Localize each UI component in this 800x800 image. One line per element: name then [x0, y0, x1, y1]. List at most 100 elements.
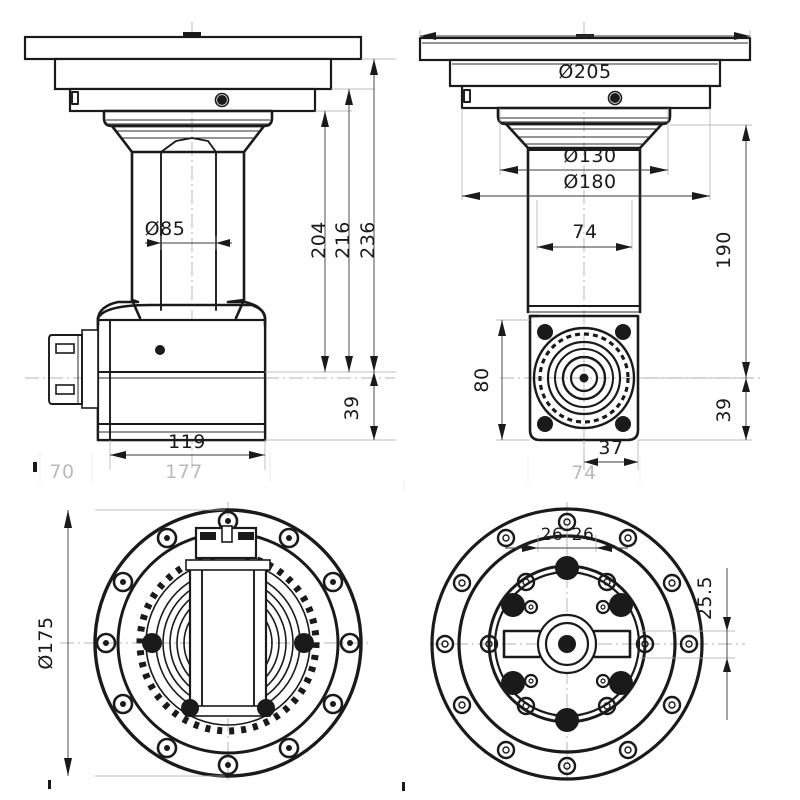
dim-236: 236 — [357, 59, 379, 372]
flange-outer-circle — [93, 508, 363, 778]
dim-label-74: 74 — [572, 221, 597, 243]
small-hole — [516, 572, 536, 592]
dim-label-175: Ø175 — [35, 616, 57, 669]
housing-body — [96, 318, 267, 442]
bolt-hole — [496, 740, 516, 760]
bolt-hole — [496, 528, 516, 548]
flange-bolt — [278, 527, 300, 549]
view-front-elevation: Ø85 204 216 236 — [23, 22, 396, 483]
dim-26-left: 26 — [505, 525, 568, 552]
large-boss-sw — [501, 671, 525, 695]
output-shaft-center — [579, 373, 589, 383]
dim-26-right: 26 — [567, 525, 628, 552]
connector-flange — [81, 329, 99, 409]
dim-119: 119 — [109, 431, 266, 470]
bolt-hole — [662, 573, 682, 593]
dim-70-clipped: 70 — [39, 452, 74, 483]
bolt-hole — [618, 528, 638, 548]
view-side-elevation: Ø205 Ø130 Ø180 74 — [418, 22, 760, 484]
dim-label-205: Ø205 — [558, 61, 611, 83]
small-hole — [479, 634, 499, 654]
dim-label-26-left: 26 — [541, 525, 564, 545]
dim-label-180: Ø180 — [563, 171, 616, 193]
boss-tab-left — [200, 532, 216, 540]
dim-204: 204 — [308, 111, 330, 372]
large-boss-group — [501, 556, 633, 732]
dim-diameter-85: Ø85 — [145, 218, 232, 250]
boss-center-slot — [221, 525, 233, 543]
flange-bolt — [95, 632, 117, 654]
bolt-hole — [662, 695, 682, 715]
dim-label-74b: 74 — [571, 462, 596, 484]
flange-bolt — [322, 571, 344, 593]
innermost-hole-ring — [523, 599, 611, 689]
cover-block-top-band — [185, 559, 271, 571]
flange-bolt — [278, 737, 300, 759]
gearbox-housing — [528, 314, 640, 442]
large-boss-nw — [501, 593, 525, 617]
small-hole — [516, 696, 536, 716]
dim-label-80: 80 — [471, 367, 493, 392]
dim-label-130: Ø130 — [563, 145, 616, 167]
dim-80: 80 — [471, 320, 506, 440]
output-ring-outer — [532, 326, 636, 430]
tiny-hole — [595, 599, 611, 615]
flange-bolt — [322, 693, 344, 715]
bolt-left — [463, 89, 471, 103]
dim-74: 74 — [536, 200, 633, 251]
top-plate-nub — [183, 32, 201, 38]
housing-shoulder-left — [96, 298, 140, 327]
dim-diameter-180: Ø180 — [461, 108, 711, 200]
housing-dot — [155, 345, 165, 355]
tiny-hole — [523, 673, 539, 689]
output-ring-6 — [569, 363, 599, 393]
view-bottom-plan: 26 26 25.5 — [402, 480, 745, 791]
dim-label-177: 177 — [165, 461, 203, 483]
third-plate — [460, 84, 712, 110]
lug-right — [294, 633, 314, 653]
dim-39: 39 — [713, 378, 750, 440]
outer-bolt-circle — [435, 512, 699, 776]
bottom-boss-left — [181, 699, 199, 717]
gearbox-bolt-tl — [537, 324, 553, 340]
dim-label-37: 37 — [598, 437, 623, 459]
dim-label-190: 190 — [713, 231, 735, 269]
connector-slot-upper — [55, 343, 75, 354]
large-boss-ne — [609, 593, 633, 617]
top-plate — [23, 35, 363, 61]
view-top-plan: Ø175 — [35, 502, 370, 789]
dim-diameter-205: Ø205 — [419, 30, 751, 83]
bolt-hole-ring — [607, 90, 623, 106]
gearbox-bolt-br — [615, 416, 631, 432]
dim-label-204: 204 — [308, 221, 330, 259]
bottom-boss-right — [257, 699, 275, 717]
large-boss-top — [555, 556, 579, 580]
column-outer-right — [234, 150, 246, 320]
bolt-hole — [452, 573, 472, 593]
bolt-hole — [679, 634, 699, 654]
flange-bolt — [217, 754, 239, 776]
tiny-hole — [595, 673, 611, 689]
dim-25_5: 25.5 — [640, 568, 735, 720]
dim-label-39: 39 — [713, 397, 735, 422]
dim-177-clipped: 177 — [91, 452, 271, 483]
dim-label-70: 70 — [49, 461, 74, 483]
dim-label-119: 119 — [168, 431, 206, 453]
flange-outer-circle — [430, 507, 704, 781]
sheet-tick-bottom-left — [48, 780, 51, 789]
dim-label-85: Ø85 — [145, 218, 186, 240]
inner-small-hole-ring — [479, 572, 655, 716]
bore-chamfer — [160, 137, 217, 153]
bolt-hole — [557, 756, 577, 776]
dim-diameter-175: Ø175 — [35, 509, 225, 777]
bolt-hole-center — [217, 95, 227, 105]
lug-left — [142, 633, 162, 653]
dim-label-236: 236 — [357, 221, 379, 259]
housing-shoulder-right — [226, 298, 267, 327]
dim-216: 216 — [332, 89, 354, 372]
hub-bore — [558, 635, 576, 653]
small-hole — [597, 696, 617, 716]
output-ring-dashed — [538, 332, 630, 424]
dim-39: 39 — [341, 372, 378, 440]
